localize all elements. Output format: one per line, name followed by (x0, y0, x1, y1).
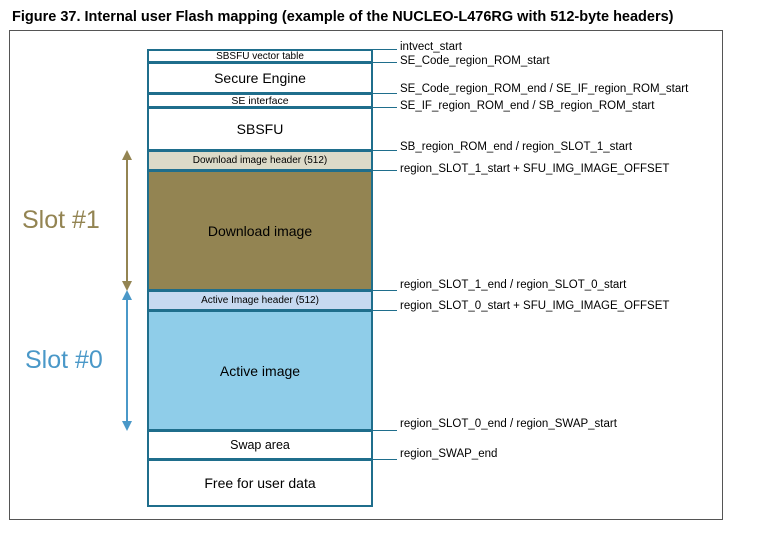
address-se-code-start: SE_Code_region_ROM_start (400, 55, 550, 67)
figure-title: Figure 37. Internal user Flash mapping (… (12, 9, 674, 25)
address-tick (373, 150, 397, 151)
address-intvect-start: intvect_start (400, 41, 462, 53)
address-tick (373, 430, 397, 431)
address-tick (373, 170, 397, 171)
slot-1-arrow (122, 150, 132, 291)
address-slot0-image-offset: region_SLOT_0_start + SFU_IMG_IMAGE_OFFS… (400, 300, 670, 312)
address-se-code-end: SE_Code_region_ROM_end / SE_IF_region_RO… (400, 83, 689, 95)
address-slot1-end: region_SLOT_1_end / region_SLOT_0_start (400, 279, 627, 291)
address-tick (373, 107, 397, 108)
address-tick (373, 93, 397, 94)
slot-0-label: Slot #0 (25, 346, 103, 374)
address-tick (373, 459, 397, 460)
slot-0-arrow (122, 290, 132, 431)
address-slot0-end: region_SLOT_0_end / region_SWAP_start (400, 418, 617, 430)
slot-1-label: Slot #1 (22, 206, 100, 234)
address-tick (373, 49, 397, 50)
address-tick (373, 62, 397, 63)
address-slot1-image-offset: region_SLOT_1_start + SFU_IMG_IMAGE_OFFS… (400, 163, 670, 175)
address-sb-region-end: SB_region_ROM_end / region_SLOT_1_start (400, 141, 633, 153)
block-swap-area: Swap area (147, 430, 373, 460)
block-active-image: Active image (147, 310, 373, 431)
block-free-user-data: Free for user data (147, 459, 373, 507)
address-swap-end: region_SWAP_end (400, 448, 498, 460)
address-tick (373, 310, 397, 311)
address-se-if-end: SE_IF_region_ROM_end / SB_region_ROM_sta… (400, 100, 655, 112)
diagram-frame (9, 30, 723, 520)
block-sbsfu: SBSFU (147, 107, 373, 151)
address-tick (373, 290, 397, 291)
